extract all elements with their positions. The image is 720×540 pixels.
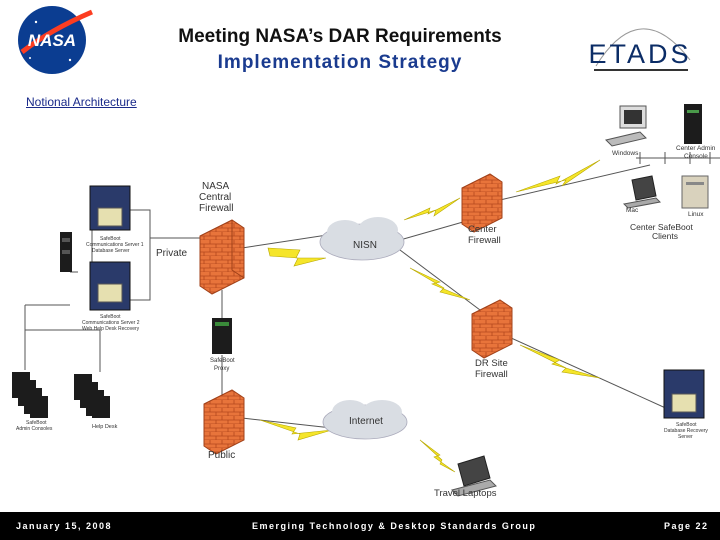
subtitle-line: Implementation Strategy bbox=[217, 52, 463, 73]
node-labels: NASA Central Firewall Private Center Fir… bbox=[16, 145, 717, 499]
internet-cloud: Internet bbox=[322, 400, 408, 440]
footer-group: Emerging Technology & Desktop Standards … bbox=[252, 521, 537, 531]
linux-tower bbox=[681, 175, 709, 209]
etads-logo: ETADS bbox=[588, 28, 691, 71]
server1-label: SafeBoot Communications Server 1 Databas… bbox=[86, 236, 145, 254]
dr-firewall-line2: Firewall bbox=[475, 369, 508, 380]
footer-page: Page 22 bbox=[664, 521, 709, 531]
comm-server-2 bbox=[89, 261, 131, 311]
center-admin-line1: Center Admin bbox=[676, 145, 716, 152]
nisn-cloud: NISN bbox=[319, 217, 405, 261]
center-clients-line1: Center SafeBoot bbox=[630, 222, 693, 232]
dr-server-line1: SafeBoot bbox=[676, 422, 697, 428]
windows-label: Windows bbox=[612, 150, 639, 157]
proxy-server bbox=[212, 318, 232, 354]
dr-firewall-label: DR Site Firewall bbox=[475, 358, 510, 380]
center-firewall-label: Center Firewall bbox=[468, 224, 501, 246]
private-label: Private bbox=[156, 248, 188, 259]
dr-server-line2: Database Recovery bbox=[664, 428, 708, 434]
server1-line1: SafeBoot bbox=[100, 236, 121, 242]
center-admin-tower bbox=[684, 104, 702, 144]
title-line: Meeting NASA’s DAR Requirements bbox=[178, 26, 502, 47]
bolt-dr-recovery bbox=[519, 344, 601, 379]
nasa-central-firewall bbox=[199, 219, 245, 295]
help-desk-stack bbox=[74, 374, 110, 418]
architecture-diagram: NASA ETADS N bbox=[12, 6, 720, 499]
nasa-firewall-line2: Central bbox=[199, 192, 231, 203]
linux-label: Linux bbox=[688, 211, 704, 218]
travel-laptops-label: Travel Laptops bbox=[434, 488, 497, 499]
dr-server-line3: Server bbox=[678, 434, 693, 440]
center-clients-line2: Clients bbox=[652, 231, 678, 241]
internet-label: Internet bbox=[349, 416, 383, 427]
mac-label: Mac bbox=[626, 207, 639, 214]
dr-firewall-line1: DR Site bbox=[475, 358, 508, 369]
proxy-line1: SafeBoot bbox=[210, 358, 235, 364]
center-firewall-line2: Firewall bbox=[468, 235, 501, 246]
server2-label: SafeBoot Communications Server 2 Web Hel… bbox=[82, 314, 141, 332]
center-firewall bbox=[461, 173, 503, 233]
footer-bar: January 15, 2008 Emerging Technology & D… bbox=[0, 512, 720, 540]
rack-server bbox=[60, 232, 72, 272]
windows-computer-icon bbox=[605, 105, 647, 147]
nasa-firewall-label: NASA Central Firewall bbox=[199, 181, 234, 214]
server2-line1: SafeBoot bbox=[100, 314, 121, 320]
help-desk-label: Help Desk bbox=[92, 424, 118, 430]
footer-date: January 15, 2008 bbox=[16, 521, 113, 531]
proxy-label: SafeBoot Proxy bbox=[210, 358, 236, 372]
bolt-private-nisn bbox=[267, 247, 327, 267]
bolt-center-clients bbox=[515, 159, 601, 193]
nasa-logo: NASA bbox=[18, 6, 93, 74]
public-firewall bbox=[203, 389, 245, 455]
wan-links bbox=[259, 159, 601, 473]
bolt-public-internet bbox=[259, 419, 333, 441]
public-label: Public bbox=[208, 450, 235, 461]
slide-title: Meeting NASA’s DAR Requirements Implemen… bbox=[130, 24, 550, 76]
admin-console-stack bbox=[12, 372, 48, 418]
travel-laptop-icon bbox=[451, 455, 497, 497]
admin-consoles-line2: Admin Consoles bbox=[16, 426, 53, 432]
server1-line3: Database Server bbox=[92, 248, 130, 254]
section-title: Notional Architecture bbox=[26, 95, 137, 109]
server2-line3: Web Help Desk Recovery bbox=[82, 326, 140, 332]
admin-consoles-label: SafeBoot Admin Consoles bbox=[16, 420, 53, 432]
dr-site-firewall bbox=[471, 299, 513, 359]
etads-logo-text: ETADS bbox=[588, 39, 691, 69]
center-firewall-line1: Center bbox=[468, 224, 497, 235]
bolt-nisn-center bbox=[403, 197, 461, 221]
nasa-logo-text: NASA bbox=[28, 31, 76, 50]
bolt-nisn-dr bbox=[409, 267, 471, 301]
nisn-label: NISN bbox=[353, 240, 377, 251]
mac-laptop-icon bbox=[622, 175, 662, 209]
dr-server-label: SafeBoot Database Recovery Server bbox=[664, 422, 709, 440]
admin-consoles-line1: SafeBoot bbox=[26, 420, 47, 426]
dr-recovery-server bbox=[663, 369, 705, 419]
comm-server-1 bbox=[89, 185, 131, 231]
bolt-internet-travel bbox=[419, 439, 456, 473]
center-admin-line2: Console bbox=[684, 153, 708, 160]
server1-line2: Communications Server 1 bbox=[86, 242, 144, 248]
server2-line2: Communications Server 2 bbox=[82, 320, 140, 326]
center-admin-label: Center Admin Console bbox=[676, 145, 717, 160]
nasa-firewall-line1: NASA bbox=[202, 181, 230, 192]
nasa-firewall-line3: Firewall bbox=[199, 203, 233, 214]
proxy-line2: Proxy bbox=[214, 366, 229, 372]
center-clients-label: Center SafeBoot Clients bbox=[630, 222, 695, 241]
